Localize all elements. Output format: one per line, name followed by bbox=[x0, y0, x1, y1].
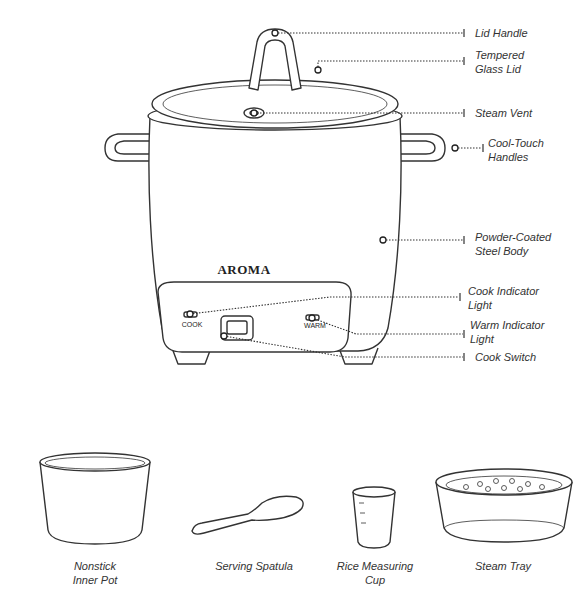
accessory-label: Steam Tray bbox=[453, 559, 553, 573]
cup-mark bbox=[360, 513, 365, 514]
right-handle-inner bbox=[398, 141, 435, 154]
part-label: Cook Switch bbox=[475, 350, 575, 364]
right-handle bbox=[398, 134, 445, 161]
accessory-label: Nonstick Inner Pot bbox=[65, 559, 125, 587]
cook-switch-inner bbox=[227, 321, 247, 334]
brand-logo: AROMA bbox=[204, 263, 284, 277]
leader-line bbox=[318, 61, 463, 70]
measuring-cup bbox=[353, 492, 395, 548]
glass-lid bbox=[152, 80, 398, 128]
lid-handle bbox=[249, 29, 301, 90]
cup-mark bbox=[361, 523, 366, 524]
leader-line bbox=[275, 32, 463, 33]
part-label: Steam Vent bbox=[475, 106, 575, 120]
part-label: Powder-Coated Steel Body bbox=[475, 230, 570, 258]
leader-line bbox=[312, 318, 463, 334]
leader-lines bbox=[190, 33, 482, 357]
cup-mark bbox=[359, 503, 364, 504]
inner-pot-rim bbox=[40, 453, 150, 471]
leader-line bbox=[190, 297, 459, 314]
accessory-label: Rice Measuring Cup bbox=[332, 559, 418, 587]
cooker-body bbox=[149, 116, 401, 351]
part-label: Warm Indicator Light bbox=[470, 318, 562, 346]
steam-vent-hole bbox=[250, 111, 258, 115]
lid-edge bbox=[163, 85, 387, 123]
leader-line bbox=[254, 112, 463, 113]
steam-holes bbox=[464, 479, 545, 492]
steam-tray-floor bbox=[446, 476, 562, 494]
part-label: Lid Handle bbox=[475, 26, 575, 40]
inner-pot-lip bbox=[45, 457, 145, 469]
leader-line bbox=[383, 239, 463, 240]
cook-light bbox=[184, 312, 197, 317]
left-handle-inner bbox=[115, 141, 152, 154]
part-label: Tempered Glass Lid bbox=[475, 48, 543, 76]
leader-line bbox=[224, 336, 463, 357]
part-label: Cool-Touch Handles bbox=[488, 136, 560, 164]
leader-line bbox=[455, 147, 482, 148]
steam-tray-rim bbox=[436, 469, 572, 495]
accessory-label: Serving Spatula bbox=[194, 559, 314, 573]
serving-spatula bbox=[192, 496, 303, 534]
leader-dots bbox=[187, 30, 458, 339]
left-handle bbox=[105, 134, 152, 161]
measuring-cup-rim bbox=[353, 487, 395, 497]
leader-ticks bbox=[460, 29, 483, 361]
warm-light bbox=[306, 315, 319, 320]
inner-pot bbox=[40, 462, 150, 544]
part-label: Cook Indicator Light bbox=[468, 284, 558, 312]
cook-switch bbox=[221, 316, 253, 340]
panel-text: COOK bbox=[172, 321, 212, 329]
steam-tray-band bbox=[444, 520, 564, 528]
panel-text: WARM bbox=[295, 322, 335, 330]
